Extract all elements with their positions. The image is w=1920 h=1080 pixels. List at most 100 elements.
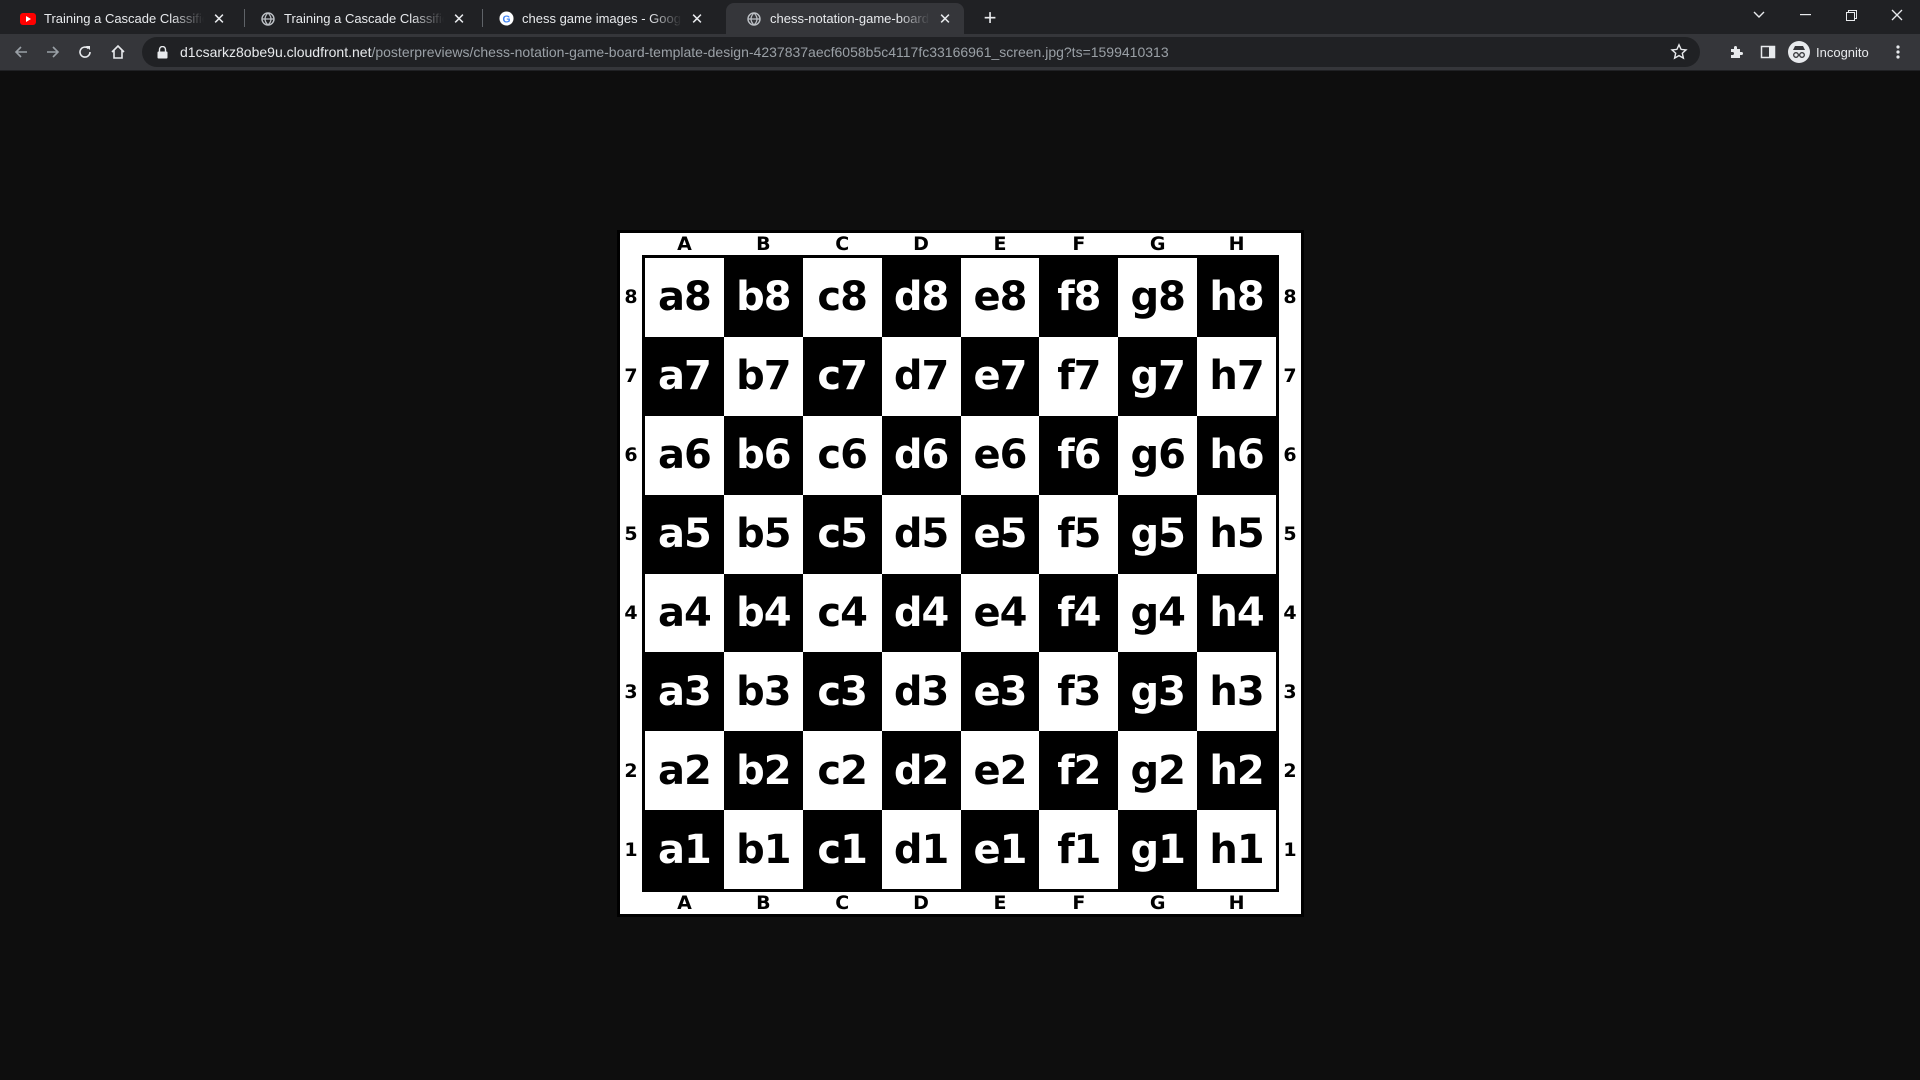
tab-divider (482, 9, 483, 27)
square-a7: a7 (645, 336, 724, 416)
square-f6: f6 (1039, 415, 1119, 495)
restore-button[interactable] (1828, 0, 1874, 30)
rank-label-left: 2 (624, 759, 638, 782)
close-tab-icon[interactable]: ✕ (938, 10, 952, 28)
square-c1: c1 (802, 810, 882, 889)
close-tab-icon[interactable]: ✕ (452, 10, 466, 28)
square-e3: e3 (960, 652, 1040, 732)
tab-title: chess game images - Google Search (522, 11, 682, 26)
home-button[interactable] (104, 38, 132, 66)
close-tab-icon[interactable]: ✕ (212, 10, 226, 28)
square-f2: f2 (1039, 731, 1119, 811)
rank-label-right: 5 (1283, 523, 1297, 546)
square-d4: d4 (881, 573, 961, 653)
tab-1[interactable]: Training a Cascade Classifier - OpenCV ✕ (0, 3, 238, 34)
square-b5: b5 (723, 494, 803, 574)
rank-label-right: 7 (1283, 365, 1297, 388)
square-c5: c5 (802, 494, 882, 574)
lock-icon[interactable] (154, 44, 170, 60)
square-d1: d1 (881, 810, 961, 889)
square-b6: b6 (723, 415, 803, 495)
square-g3: g3 (1118, 652, 1198, 732)
minimize-button[interactable] (1782, 0, 1828, 30)
square-g8: g8 (1118, 258, 1198, 337)
square-f4: f4 (1039, 573, 1119, 653)
square-b8: b8 (723, 258, 803, 337)
url-text: d1csarkz8obe9u.cloudfront.net/posterprev… (180, 44, 1169, 60)
square-h4: h4 (1197, 573, 1276, 653)
tab-2[interactable]: Training a Cascade Classifier - LearnOpe… (240, 3, 478, 34)
rank-label-right: 6 (1283, 444, 1297, 467)
rank-label-left: 5 (624, 523, 638, 546)
tab-3[interactable]: G chess game images - Google Search ✕ (478, 3, 716, 34)
tab-title: chess-notation-game-board-template-desig… (770, 11, 930, 26)
file-label-top: C (835, 233, 850, 255)
square-d2: d2 (881, 731, 961, 811)
file-label-bottom: A (677, 892, 692, 914)
square-f7: f7 (1039, 336, 1119, 416)
google-icon: G (498, 11, 514, 27)
rank-label-left: 6 (624, 444, 638, 467)
square-c3: c3 (802, 652, 882, 732)
globe-icon (746, 11, 762, 27)
square-h1: h1 (1197, 810, 1276, 889)
back-button[interactable] (7, 38, 35, 66)
square-b3: b3 (723, 652, 803, 732)
url-host: d1csarkz8obe9u.cloudfront.net (180, 44, 372, 60)
file-label-bottom: G (1149, 892, 1166, 914)
square-e5: e5 (960, 494, 1040, 574)
new-tab-button[interactable]: + (983, 5, 997, 30)
side-panel-icon[interactable] (1754, 38, 1782, 66)
square-c7: c7 (802, 336, 882, 416)
tab-title: Training a Cascade Classifier - LearnOpe… (284, 11, 444, 26)
square-e4: e4 (960, 573, 1040, 653)
tab-4-active[interactable]: chess-notation-game-board-template-desig… (726, 3, 964, 34)
square-a8: a8 (645, 258, 724, 337)
incognito-profile-button[interactable]: Incognito (1788, 39, 1869, 65)
square-g7: g7 (1118, 336, 1198, 416)
square-d3: d3 (881, 652, 961, 732)
bookmark-star-icon[interactable] (1670, 43, 1688, 61)
square-d5: d5 (881, 494, 961, 574)
file-label-top: H (1228, 233, 1245, 255)
forward-button[interactable] (39, 38, 67, 66)
square-f3: f3 (1039, 652, 1119, 732)
square-h8: h8 (1197, 258, 1276, 337)
square-b7: b7 (723, 336, 803, 416)
close-window-button[interactable] (1874, 0, 1920, 30)
square-g2: g2 (1118, 731, 1198, 811)
square-e8: e8 (960, 258, 1040, 337)
square-f1: f1 (1039, 810, 1119, 889)
square-g4: g4 (1118, 573, 1198, 653)
square-e7: e7 (960, 336, 1040, 416)
extensions-icon[interactable] (1722, 38, 1750, 66)
square-b2: b2 (723, 731, 803, 811)
file-label-bottom: D (913, 892, 929, 914)
rank-label-right: 4 (1283, 601, 1297, 624)
square-d8: d8 (881, 258, 961, 337)
rank-label-right: 3 (1283, 680, 1297, 703)
square-e1: e1 (960, 810, 1040, 889)
address-bar[interactable]: d1csarkz8obe9u.cloudfront.net/posterprev… (142, 37, 1700, 67)
reload-button[interactable] (71, 38, 99, 66)
square-a4: a4 (645, 573, 724, 653)
close-tab-icon[interactable]: ✕ (690, 10, 704, 28)
square-a3: a3 (645, 652, 724, 732)
file-label-bottom: H (1228, 892, 1245, 914)
rank-label-right: 1 (1283, 838, 1297, 861)
square-a6: a6 (645, 415, 724, 495)
tab-search-icon[interactable] (1736, 0, 1782, 30)
rank-label-right: 8 (1283, 286, 1297, 309)
tab-divider (244, 9, 245, 27)
rank-label-left: 1 (624, 838, 638, 861)
menu-kebab-icon[interactable] (1884, 38, 1912, 66)
square-f5: f5 (1039, 494, 1119, 574)
square-g1: g1 (1118, 810, 1198, 889)
rank-label-left: 4 (624, 601, 638, 624)
profile-label: Incognito (1816, 44, 1869, 60)
